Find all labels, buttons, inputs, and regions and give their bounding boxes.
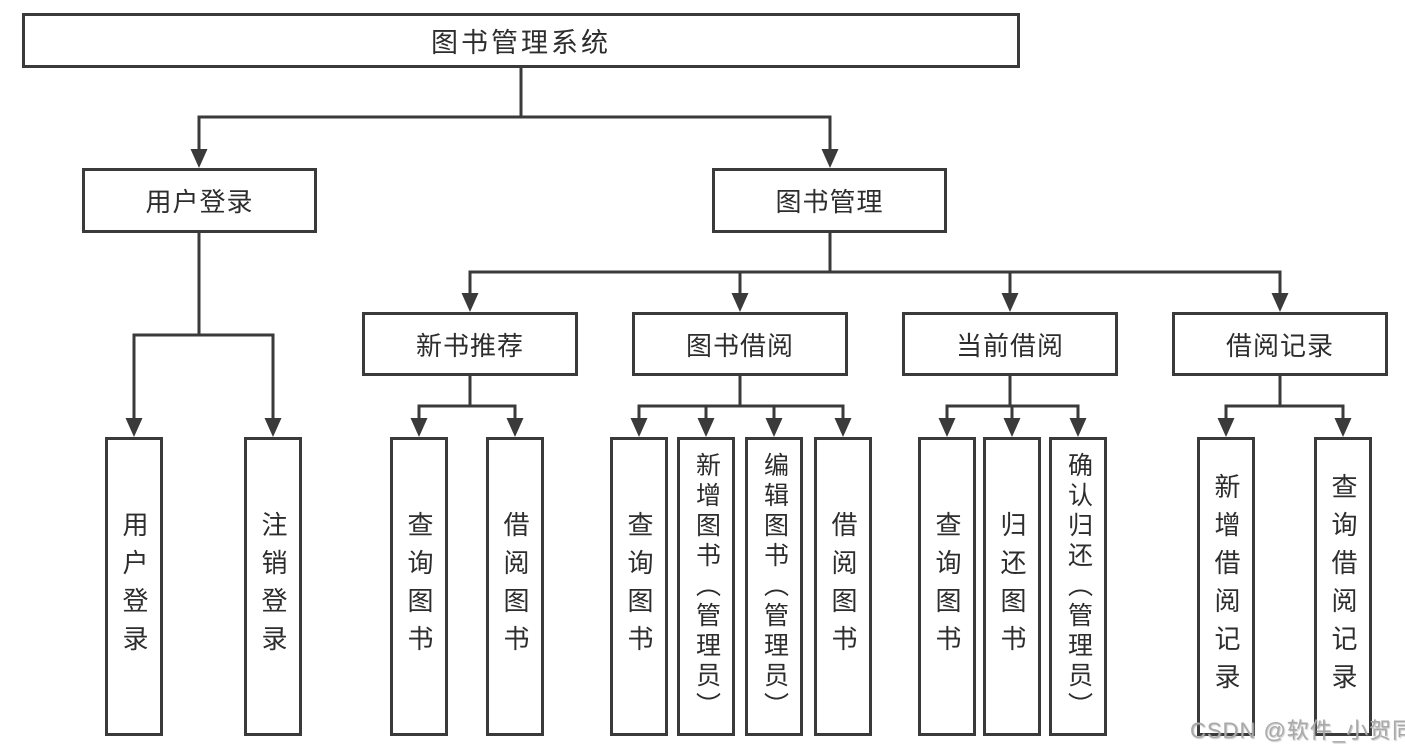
connector-root-to-level2 — [190, 65, 839, 168]
leaf-add-borrow-record-label: 新增借阅记录 — [1211, 472, 1241, 701]
arrowhead-current-borrow — [1001, 293, 1019, 312]
leaf-return-books: 归还图书 — [983, 437, 1041, 736]
connector-borrow-records-branch — [1217, 373, 1352, 437]
node-user-login-label: 用户登录 — [145, 187, 254, 217]
leaf-rec-borrow-books: 借阅图书 — [486, 437, 544, 736]
node-root: 图书管理系统 — [22, 13, 1020, 68]
leaf-borrow-query-books-label: 查询图书 — [624, 510, 654, 663]
arrowhead-new-book-rec — [461, 293, 479, 312]
connector-new-book-rec-branch — [410, 373, 524, 437]
node-book-borrow-label: 图书借阅 — [685, 330, 794, 361]
arrowhead-return-books — [1003, 418, 1021, 437]
arrowhead-add-borrow-record — [1217, 418, 1235, 437]
node-new-book-rec-label: 新书推荐 — [415, 330, 524, 361]
leaf-query-borrow-record-label: 查询借阅记录 — [1328, 472, 1358, 701]
arrowhead-query-borrow-record — [1334, 418, 1352, 437]
arrowhead-add-books — [697, 418, 715, 437]
leaf-query-borrow-record: 查询借阅记录 — [1314, 437, 1372, 736]
arrowhead-book-borrow — [731, 293, 749, 312]
connector-book-borrow-branch — [630, 373, 852, 437]
leaf-logout: 注销登录 — [244, 437, 302, 736]
leaf-add-books-admin: 新增图书（管理员） — [677, 437, 735, 736]
arrowhead-user-login — [190, 149, 208, 168]
connector-user-login-branch — [125, 230, 282, 437]
leaf-user-login-label: 用户登录 — [119, 510, 149, 663]
arrowhead-borrow-query-books — [630, 418, 648, 437]
leaf-current-query-books-label: 查询图书 — [932, 510, 962, 663]
connector-current-borrow-branch — [938, 373, 1087, 437]
leaf-edit-books-admin: 编辑图书（管理员） — [745, 437, 803, 736]
node-new-book-rec: 新书推荐 — [362, 312, 578, 376]
node-current-borrow-label: 当前借阅 — [955, 330, 1064, 361]
leaf-borrow-books: 借阅图书 — [814, 437, 872, 736]
arrowhead-leaf-logout — [264, 418, 282, 437]
leaf-borrow-query-books: 查询图书 — [610, 437, 668, 736]
leaf-add-books-admin-label: 新增图书（管理员） — [692, 451, 721, 722]
node-borrow-records: 借阅记录 — [1172, 312, 1388, 376]
node-borrow-records-label: 借阅记录 — [1225, 330, 1334, 361]
arrowhead-rec-query-books — [410, 418, 428, 437]
node-book-mgmt-label: 图书管理 — [775, 187, 884, 217]
leaf-rec-borrow-books-label: 借阅图书 — [500, 510, 530, 663]
leaf-user-login: 用户登录 — [105, 437, 163, 736]
node-root-label: 图书管理系统 — [431, 28, 611, 58]
leaf-return-books-label: 归还图书 — [997, 510, 1027, 663]
leaf-rec-query-books-label: 查询图书 — [404, 510, 434, 663]
node-current-borrow: 当前借阅 — [902, 312, 1118, 376]
arrowhead-current-query-books — [938, 418, 956, 437]
arrowhead-leaf-user-login — [125, 418, 143, 437]
arrowhead-borrow-records — [1271, 293, 1289, 312]
leaf-add-borrow-record: 新增借阅记录 — [1197, 437, 1255, 736]
arrowhead-edit-books — [765, 418, 783, 437]
node-book-mgmt: 图书管理 — [712, 168, 947, 233]
leaf-current-query-books: 查询图书 — [918, 437, 976, 736]
leaf-borrow-books-label: 借阅图书 — [828, 510, 858, 663]
arrowhead-borrow-books — [834, 418, 852, 437]
arrowhead-book-mgmt — [821, 149, 839, 168]
leaf-confirm-return-admin: 确认归还（管理员） — [1049, 437, 1107, 736]
leaf-confirm-return-admin-label: 确认归还（管理员） — [1064, 451, 1093, 722]
node-user-login: 用户登录 — [82, 168, 317, 233]
connector-book-mgmt-to-level3 — [461, 230, 1289, 312]
arrowhead-confirm-return — [1069, 418, 1087, 437]
watermark-text: CSDN @软件_小贺同学 — [1190, 718, 1405, 743]
leaf-edit-books-admin-label: 编辑图书（管理员） — [760, 451, 789, 722]
arrowhead-rec-borrow-books — [506, 418, 524, 437]
leaf-logout-label: 注销登录 — [258, 510, 288, 663]
node-book-borrow: 图书借阅 — [632, 312, 848, 376]
leaf-rec-query-books: 查询图书 — [390, 437, 448, 736]
